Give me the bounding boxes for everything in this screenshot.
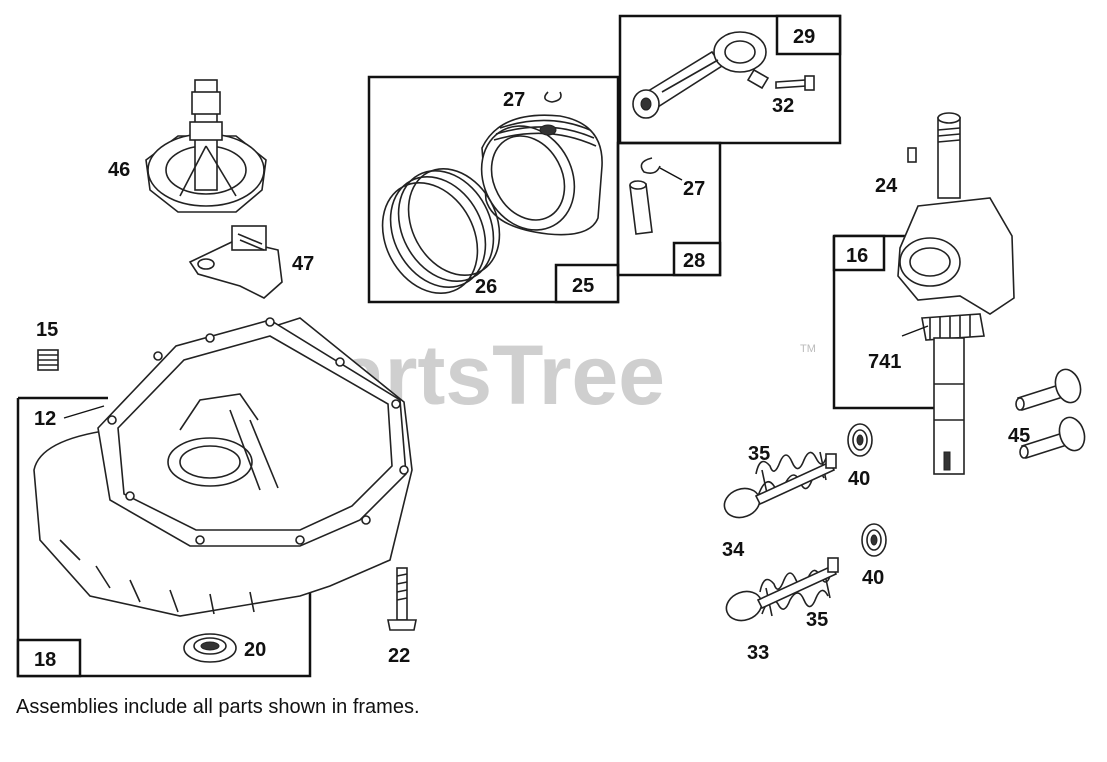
callout-35-lower: 35 — [806, 609, 828, 631]
callout-15: 15 — [36, 319, 58, 341]
callout-24: 24 — [875, 175, 898, 197]
callout-20: 20 — [244, 639, 266, 661]
tappet-lower-part — [1019, 416, 1086, 460]
callout-40-lower: 40 — [862, 567, 884, 589]
intake-valve-part — [725, 557, 839, 622]
crankcase-bolt-holes — [107, 317, 409, 545]
frame-piston-pin: 28 27 — [616, 141, 722, 277]
callout-741: 741 — [868, 351, 901, 373]
callout-33: 33 — [747, 642, 769, 664]
valve-retainer-upper-part — [847, 423, 873, 457]
frame-label-16: 16 — [846, 245, 868, 267]
connecting-rod-part — [632, 31, 770, 119]
camshaft-part — [145, 79, 267, 213]
woodruff-key-part — [907, 147, 917, 163]
valve-retainer-lower-part — [861, 523, 887, 557]
callout-47: 47 — [292, 253, 314, 275]
frame-piston: 25 27 26 — [367, 75, 620, 304]
callout-22: 22 — [388, 645, 410, 667]
piston-clip-part — [640, 157, 661, 174]
rod-bolt-part — [775, 75, 815, 91]
drain-plug-part — [37, 349, 59, 371]
frame-label-29: 29 — [793, 26, 815, 48]
callout-32: 32 — [772, 95, 794, 117]
piston-pin-part — [629, 180, 653, 235]
frame-label-18: 18 — [34, 649, 56, 671]
piston-clip-top — [544, 91, 562, 103]
flange-bolt-part — [387, 567, 417, 631]
callout-27-top: 27 — [503, 89, 525, 111]
callout-40-upper: 40 — [848, 468, 870, 490]
piston-part — [480, 114, 603, 236]
frame-label-25: 25 — [572, 275, 594, 297]
callout-12: 12 — [34, 408, 56, 430]
crankcase-part — [33, 317, 413, 617]
callout-46: 46 — [108, 159, 130, 181]
exhaust-valve-part — [723, 453, 837, 519]
piston-rings-part — [381, 167, 501, 295]
callout-26: 26 — [475, 276, 497, 298]
assembly-note: Assemblies include all parts shown in fr… — [16, 696, 420, 718]
callout-35-upper: 35 — [748, 443, 770, 465]
frame-connecting-rod: 29 32 — [618, 14, 842, 145]
frame-crankcase: 18 — [16, 396, 312, 678]
frame-crankshaft: 16 — [832, 234, 935, 410]
callout-27-side: 27 — [683, 178, 705, 200]
crankshaft-part — [897, 112, 1015, 475]
callout-45: 45 — [1008, 425, 1030, 447]
frame-label-28: 28 — [683, 250, 705, 272]
oil-seal-part — [183, 633, 237, 663]
governor-part — [188, 225, 283, 299]
watermark-trademark: TM — [800, 343, 816, 355]
tappet-upper-part — [1015, 368, 1082, 412]
callout-34: 34 — [722, 539, 745, 561]
